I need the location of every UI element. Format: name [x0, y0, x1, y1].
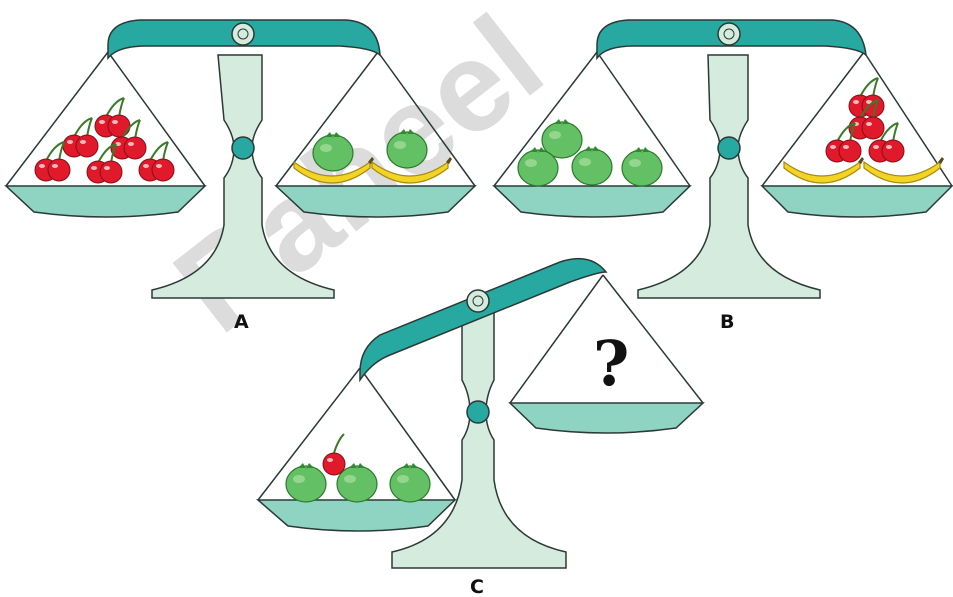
scale-a-right-pan	[274, 185, 477, 218]
scale-c-stand	[391, 309, 567, 569]
scale-b-pivot-knob	[717, 136, 741, 160]
scale-b-left-pan	[492, 185, 692, 218]
scale-b-stand	[637, 54, 821, 299]
scale-c-left-fruits	[285, 433, 431, 503]
scale-c: ? C	[255, 257, 705, 597]
apple-icon	[285, 462, 327, 503]
scale-b-label: B	[720, 311, 734, 333]
scale-c-right-pan	[508, 402, 705, 434]
scale-a-left-pan	[4, 185, 207, 218]
apple-icon	[621, 146, 663, 187]
scale-b: B	[492, 19, 953, 333]
scale-c-left-pan	[255, 499, 457, 532]
apple-icon	[389, 462, 431, 503]
scale-c-label: C	[470, 576, 484, 597]
apple-icon	[571, 145, 613, 186]
scale-c-pivot-knob	[466, 400, 490, 424]
scale-b-right-fruits	[783, 77, 945, 184]
scale-a-pivot-knob	[231, 136, 255, 160]
scale-b-right-pan	[760, 185, 953, 218]
scale-a-label: A	[234, 311, 249, 333]
scale-a: A	[4, 19, 477, 333]
cherry-icon	[62, 117, 99, 158]
scale-c-beam	[359, 257, 608, 383]
scale-a-left-cherries	[34, 97, 175, 184]
cherry-icon	[94, 97, 131, 138]
scale-b-left-apples	[517, 118, 663, 187]
cherry-icon	[848, 77, 885, 118]
question-mark: ?	[593, 327, 629, 400]
cherry-icon	[322, 433, 346, 476]
